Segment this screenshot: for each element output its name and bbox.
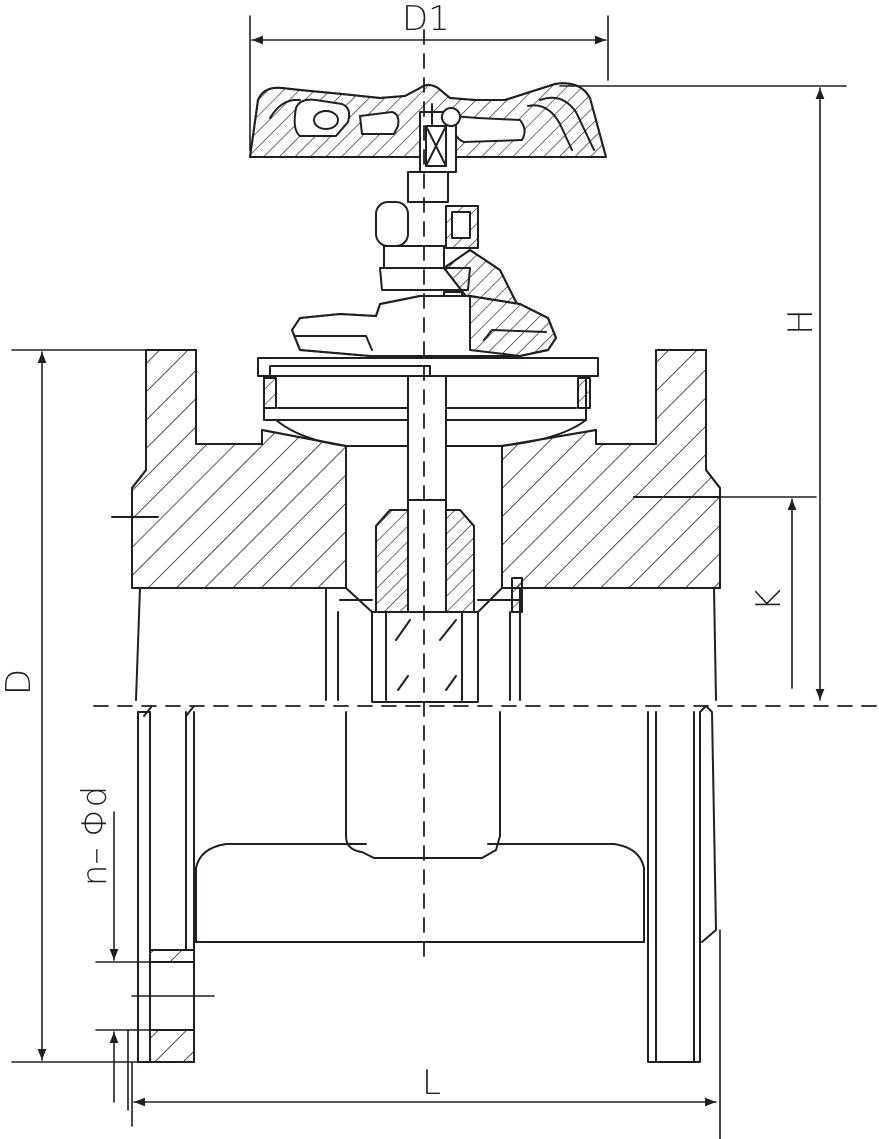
valve-body: [111, 349, 721, 589]
handwheel: [249, 82, 607, 173]
label-d: D: [0, 669, 39, 695]
yoke: [375, 171, 521, 323]
gate-wedge: [339, 375, 523, 703]
label-l: L: [422, 1063, 441, 1103]
label-n-phi-d: n– Φd: [75, 786, 115, 886]
label-k: K: [749, 589, 789, 611]
label-h: H: [781, 309, 821, 335]
dimension-lines: [11, 15, 847, 1139]
center-lines: [93, 29, 879, 961]
label-d1: D1: [402, 0, 450, 39]
